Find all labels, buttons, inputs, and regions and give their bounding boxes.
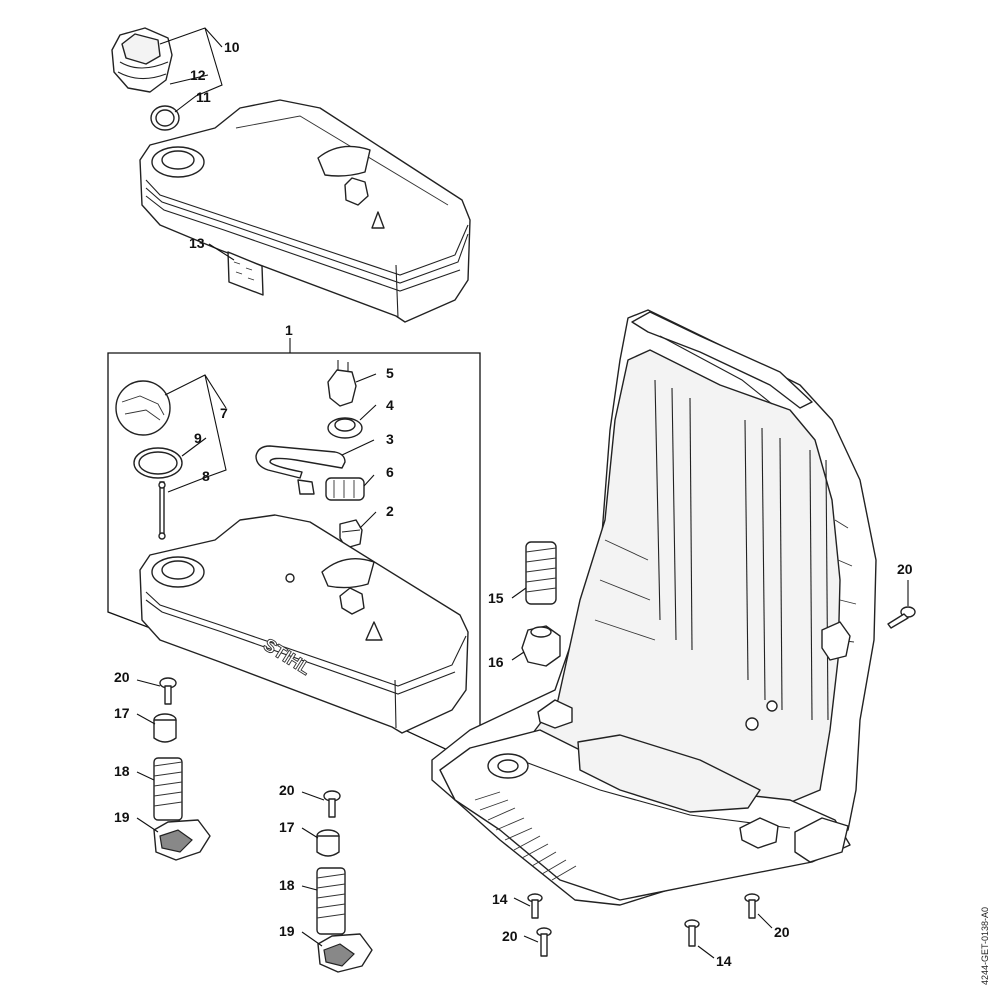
fuel-tank-kit: STIHL bbox=[139, 514, 469, 734]
screw-20-right bbox=[887, 606, 916, 629]
callout-1: 1 bbox=[285, 322, 293, 338]
mount-sleeve-left bbox=[153, 713, 177, 743]
callout-14-bottom: 14 bbox=[716, 953, 732, 969]
callout-3: 3 bbox=[386, 431, 394, 447]
mount-spring-center bbox=[316, 867, 346, 935]
callout-11: 11 bbox=[196, 89, 211, 105]
callout-7: 7 bbox=[220, 405, 228, 421]
fuel-tank-top bbox=[139, 99, 471, 323]
callout-10: 10 bbox=[224, 39, 240, 55]
callout-20-right: 20 bbox=[897, 561, 913, 577]
mount-bracket-left bbox=[153, 819, 211, 861]
callout-20-center: 20 bbox=[279, 782, 295, 798]
rubber-damper bbox=[521, 625, 561, 667]
mount-screw-left bbox=[159, 677, 177, 705]
fuel-pickup-filter bbox=[297, 477, 365, 501]
callout-12: 12 bbox=[190, 67, 206, 83]
callout-17-left: 17 bbox=[114, 705, 130, 721]
filler-neck-detail bbox=[115, 380, 171, 436]
backpack-frame bbox=[431, 309, 877, 906]
grommet bbox=[327, 417, 363, 439]
callout-20-left: 20 bbox=[114, 669, 130, 685]
callout-5: 5 bbox=[386, 365, 394, 381]
callout-15: 15 bbox=[488, 590, 504, 606]
o-ring bbox=[150, 105, 180, 131]
mount-sleeve-center bbox=[316, 829, 340, 857]
leader-lines bbox=[136, 27, 909, 959]
tank-vent bbox=[327, 360, 357, 407]
callout-9: 9 bbox=[194, 430, 202, 446]
fuel-hose bbox=[255, 445, 346, 479]
screw-14-left bbox=[527, 893, 543, 919]
screw-20-bottom-right bbox=[744, 893, 760, 919]
screw-14-bottom bbox=[684, 919, 700, 947]
drawing-code: 4244-GET-0138-A0 bbox=[980, 907, 990, 985]
callouts: 10 12 11 13 1 5 7 4 9 3 6 8 2 15 16 20 2… bbox=[114, 39, 913, 969]
callout-14-left: 14 bbox=[492, 891, 508, 907]
callout-18-center: 18 bbox=[279, 877, 295, 893]
mount-screw-center bbox=[323, 790, 341, 818]
pickup-body bbox=[158, 481, 166, 540]
filler-cap bbox=[111, 27, 173, 93]
kit-frame bbox=[107, 352, 481, 767]
mount-bracket-center bbox=[317, 933, 373, 973]
callout-20-bottom-right: 20 bbox=[774, 924, 790, 940]
sealing-ring bbox=[133, 447, 183, 479]
screw-20-bottom-left bbox=[536, 927, 552, 957]
callout-17-center: 17 bbox=[279, 819, 295, 835]
mount-spring-left bbox=[153, 757, 183, 821]
callout-2: 2 bbox=[386, 503, 394, 519]
callout-8: 8 bbox=[202, 468, 210, 484]
anti-vibration-spring bbox=[525, 541, 557, 605]
callout-18-left: 18 bbox=[114, 763, 130, 779]
callout-20-bottom-left: 20 bbox=[502, 928, 518, 944]
callout-6: 6 bbox=[386, 464, 394, 480]
callout-4: 4 bbox=[386, 397, 394, 413]
callout-16: 16 bbox=[488, 654, 504, 670]
callout-19-left: 19 bbox=[114, 809, 130, 825]
callout-19-center: 19 bbox=[279, 923, 295, 939]
callout-13: 13 bbox=[189, 235, 205, 251]
warning-decal bbox=[227, 251, 264, 296]
vent-valve bbox=[339, 519, 363, 549]
